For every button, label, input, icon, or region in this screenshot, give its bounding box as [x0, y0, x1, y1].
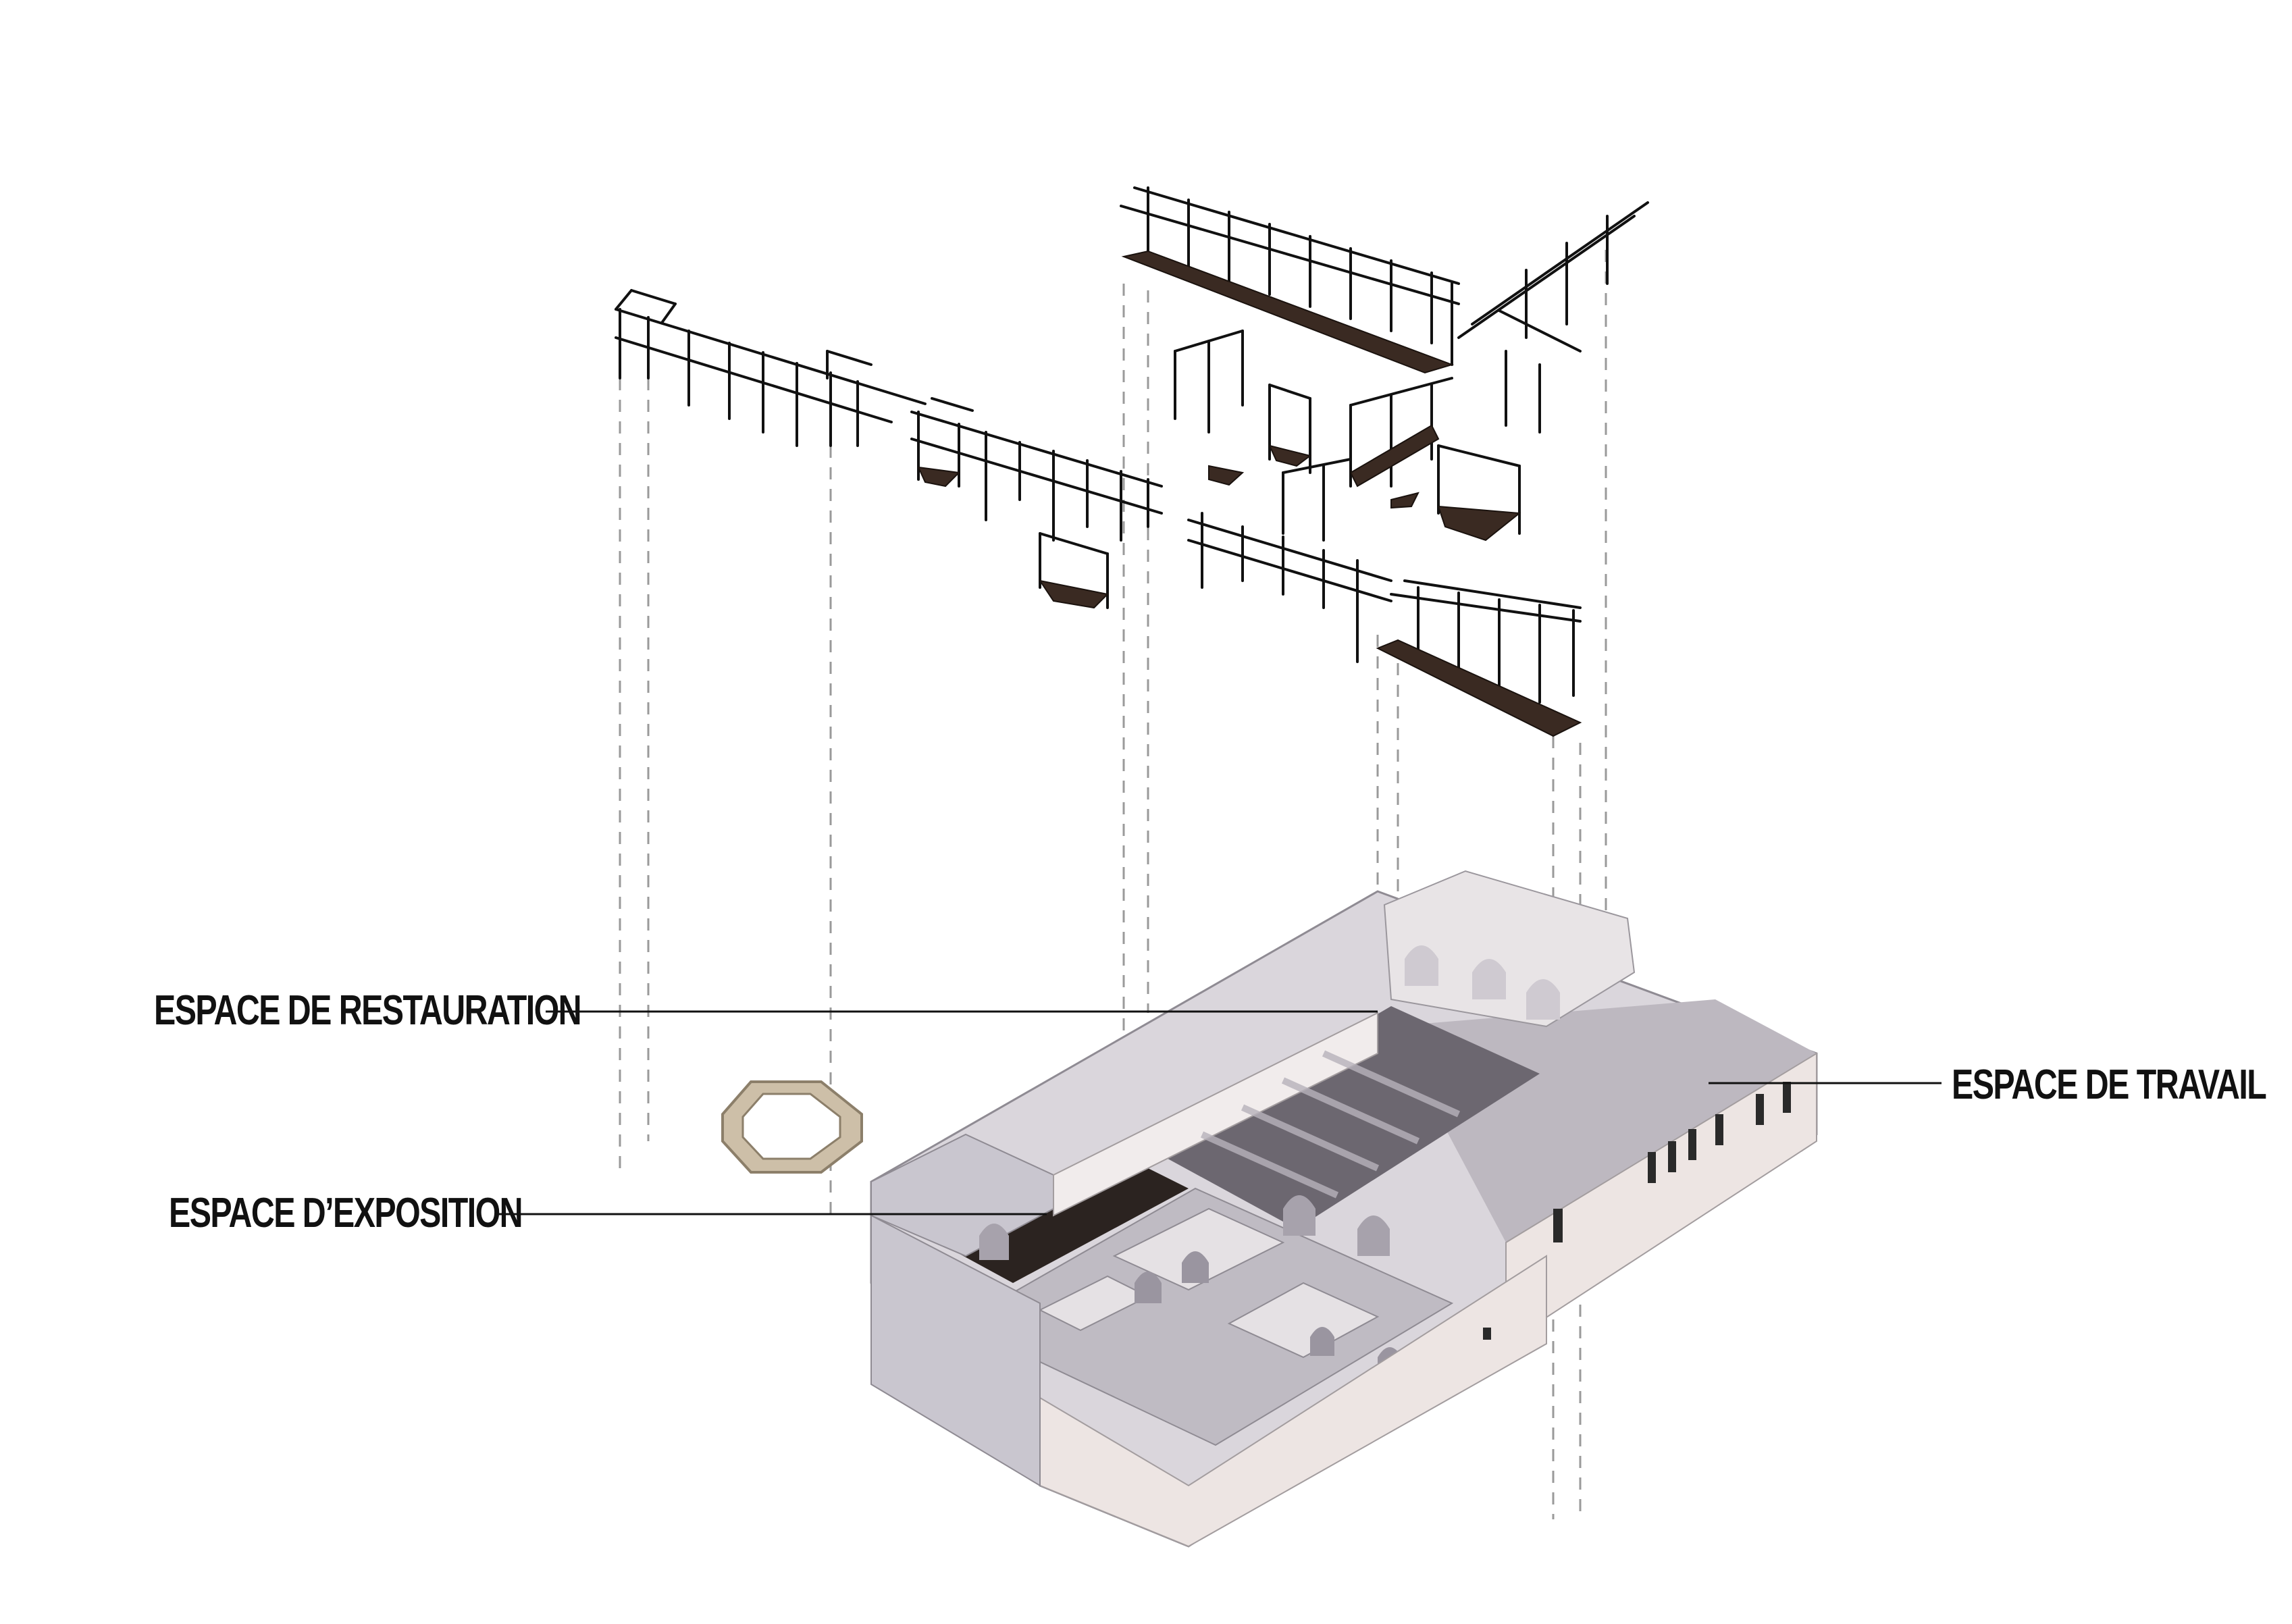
rear-block — [1383, 870, 1636, 1028]
front-rooms — [957, 1187, 1454, 1446]
scaffold-frame-middle-left — [910, 397, 1163, 609]
front-room-partitions — [1038, 1207, 1380, 1359]
scaffold-platforms — [917, 250, 1582, 737]
scaffold-frame-center — [1174, 330, 1521, 542]
front-facade-left — [870, 1214, 1041, 1487]
building-model — [870, 870, 1818, 1548]
label-espace-exposition: ESPACE D’EXPOSITION — [169, 1190, 523, 1236]
central-floor — [1148, 1006, 1540, 1229]
right-wing-windows — [1553, 1082, 1791, 1242]
label-espace-restauration: ESPACE DE RESTAURATION — [154, 987, 582, 1034]
scaffold-frame-top — [1120, 186, 1460, 366]
scaffold-frame-top-right — [1457, 201, 1649, 434]
octagonal-basin — [721, 1080, 863, 1174]
leader-lines — [497, 1010, 1942, 1215]
mid-wall-long — [1053, 1012, 1378, 1217]
scaffold-frame-left — [615, 289, 927, 447]
scaffold-frame-lower-center — [1187, 512, 1392, 663]
rear-block-arches — [1405, 945, 1560, 1020]
floor-shadow-stripes — [1200, 1050, 1461, 1199]
gallery-arches — [979, 1195, 1390, 1260]
scaffolding-structures — [615, 186, 1649, 704]
small-window — [1483, 1328, 1491, 1340]
label-espace-travail: ESPACE DE TRAVAIL — [1952, 1062, 2267, 1108]
